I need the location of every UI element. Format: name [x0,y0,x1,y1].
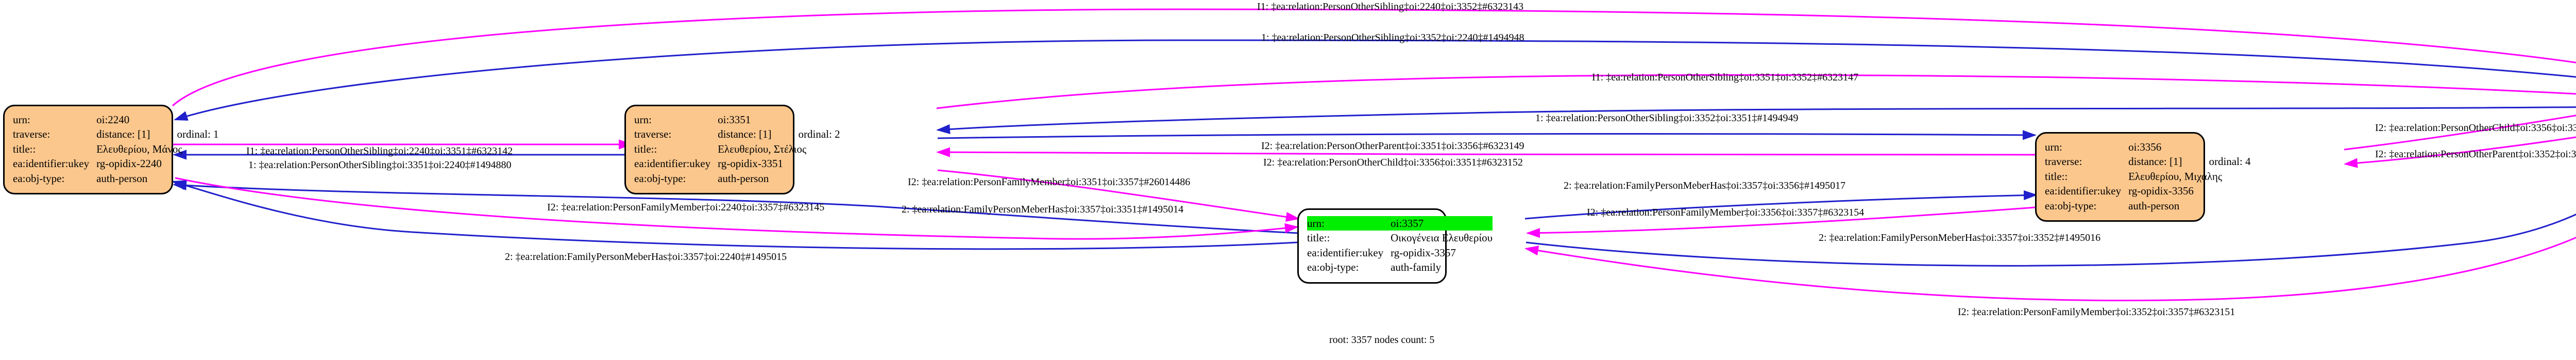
edge-label-e1: I1: ‡ea:relation:PersonOtherSibling‡oi:2… [1257,1,1524,12]
field-label-ukey: ea:identifier:ukey [1307,246,1384,259]
graph-node-oi-3356[interactable]: urn: oi:3356 traverse: distance: [1] ordi… [2035,132,2251,222]
field-value-urn: oi:3356 [2128,141,2162,153]
edge-label-e7: I2: ‡ea:relation:PersonOtherParent‡oi:33… [1261,140,1524,152]
field-label-ukey: ea:identifier:ukey [634,157,711,170]
graph-node-oi-3357[interactable]: urn: oi:3357 title:: Οικογένεια Ελευθερί… [1297,208,1493,284]
node-row-traverse: traverse: distance: [1] ordinal: 1 [13,127,219,141]
graph-node-oi-3351[interactable]: urn: oi:3351 traverse: distance: [1] ordi… [624,105,840,195]
field-value-traverse: distance: [1] ordinal: 2 [718,127,840,141]
field-label-traverse: traverse: [13,128,50,141]
node-row-urn: urn: oi:2240 [13,112,219,127]
node-row-title: title:: Ελευθερίου, Μάνος [13,142,219,156]
edge-label-e5: I1: ‡ea:relation:PersonOtherSibling‡oi:2… [246,145,513,157]
edge-label-e9: I2: ‡ea:relation:PersonFamilyMember‡oi:3… [908,176,1191,188]
field-label-objtype: ea:obj-type: [2045,199,2097,212]
field-value-objtype: auth-person [718,172,769,185]
edge-label-e3: I1: ‡ea:relation:PersonOtherSibling‡oi:3… [1592,72,1859,83]
edge-label-e8: I2: ‡ea:relation:PersonOtherChild‡oi:335… [1263,157,1523,168]
field-label-urn: urn: [2045,141,2062,153]
node-row-traverse: traverse: distance: [1] ordinal: 4 [2045,154,2251,169]
field-value-ukey: rg-opidix-3351 [718,157,783,170]
field-value-ukey: rg-opidix-3356 [2128,185,2194,198]
field-value-urn: oi:2240 [96,113,130,126]
field-value-traverse: distance: [1] ordinal: 4 [2128,154,2250,169]
field-label-title: title:: [634,142,657,155]
field-value-ukey: rg-opidix-3357 [1391,246,1456,259]
traverse-ordinal: ordinal: 4 [2209,155,2251,168]
node-row-urn: urn: oi:3356 [2045,140,2251,154]
traverse-ordinal: ordinal: 2 [798,128,840,141]
edge-label-e14: I2: ‡ea:relation:PersonFamilyMember‡oi:3… [1587,207,1865,218]
edge-label-e2: 1: ‡ea:relation:PersonOtherSibling‡oi:33… [1261,32,1524,43]
field-label-ukey: ea:identifier:ukey [2045,185,2122,198]
node-row-objtype: ea:obj-type: auth-person [2045,199,2251,213]
node-row-ukey: ea:identifier:ukey rg-opidix-3357 [1307,246,1493,260]
field-label-title: title:: [13,142,36,155]
field-value-title: Ελευθερίου, Στέλιος [718,142,807,155]
node-row-objtype: ea:obj-type: auth-person [634,171,840,186]
node-row-ukey: ea:identifier:ukey rg-opidix-3351 [634,156,840,171]
node-row-title: title:: Ελευθερίου, Στέλιος [634,142,840,156]
node-row-title: title:: Οικογένεια Ελευθερίου [1307,231,1493,245]
field-value-title: Οικογένεια Ελευθερίου [1391,232,1493,244]
field-label-objtype: ea:obj-type: [634,172,686,185]
edge-label-e13: 2: ‡ea:relation:FamilyPersonMeberHas‡oi:… [1564,180,1846,191]
node-row-ukey: ea:identifier:ukey rg-opidix-2240 [13,156,219,171]
edge-label-e16: I2: ‡ea:relation:PersonOtherParent‡oi:33… [2375,149,2576,160]
traverse-distance: distance: [1] [718,128,772,141]
edge-label-e11: 2: ‡ea:relation:FamilyPersonMeberHas‡oi:… [902,204,1184,215]
field-label-ukey: ea:identifier:ukey [13,157,90,170]
field-label-title: title:: [1307,232,1330,244]
field-label-objtype: ea:obj-type: [13,172,65,185]
field-label-objtype: ea:obj-type: [1307,261,1359,274]
node-row-title: title:: Ελευθερίου, Μιχάλης [2045,169,2251,184]
field-label-urn: urn: [13,113,30,126]
node-row-traverse: traverse: distance: [1] ordinal: 2 [634,127,840,141]
field-label-title: title:: [2045,170,2068,183]
edge-label-e12: 2: ‡ea:relation:FamilyPersonMeberHas‡oi:… [505,251,787,263]
field-value-urn: oi:3357 [1391,216,1493,231]
field-value-title: Ελευθερίου, Μάνος [96,142,182,155]
field-value-ukey: rg-opidix-2240 [96,157,162,170]
field-label-traverse: traverse: [2045,155,2082,168]
field-value-objtype: auth-family [1391,261,1442,274]
node-row-objtype: ea:obj-type: auth-family [1307,260,1493,274]
edge-label-e4: 1: ‡ea:relation:PersonOtherSibling‡oi:33… [1535,112,1799,124]
edge-label-e10: I2: ‡ea:relation:PersonFamilyMember‡oi:2… [547,202,825,213]
field-value-title: Ελευθερίου, Μιχάλης [2128,170,2223,183]
edge-label-e17: 2: ‡ea:relation:FamilyPersonMeberHas‡oi:… [1819,232,2101,243]
field-value-traverse: distance: [1] ordinal: 1 [96,127,218,141]
traverse-ordinal: ordinal: 1 [177,128,219,141]
edge-label-e6: 1: ‡ea:relation:PersonOtherSibling‡oi:33… [248,159,512,171]
node-row-ukey: ea:identifier:ukey rg-opidix-3356 [2045,184,2251,198]
traverse-distance: distance: [1] [2128,155,2182,168]
traverse-distance: distance: [1] [96,128,150,141]
field-label-urn: urn: [1307,216,1391,231]
graph-footer-status: root: 3357 nodes count: 5 [1329,334,1435,346]
field-value-urn: oi:3351 [718,113,751,126]
field-value-objtype: auth-person [2128,199,2180,212]
graph-node-oi-2240[interactable]: urn: oi:2240 traverse: distance: [1] ordi… [3,105,219,195]
edge-label-e15: I2: ‡ea:relation:PersonOtherChild‡oi:335… [2375,122,2576,134]
field-label-urn: urn: [634,113,652,126]
node-row-objtype: ea:obj-type: auth-person [13,171,219,186]
field-value-objtype: auth-person [96,172,148,185]
edge-label-e18: I2: ‡ea:relation:PersonFamilyMember‡oi:3… [1958,306,2235,318]
node-row-urn: urn: oi:3357 [1307,216,1493,231]
field-label-traverse: traverse: [634,128,672,141]
node-row-urn: urn: oi:3351 [634,112,840,127]
